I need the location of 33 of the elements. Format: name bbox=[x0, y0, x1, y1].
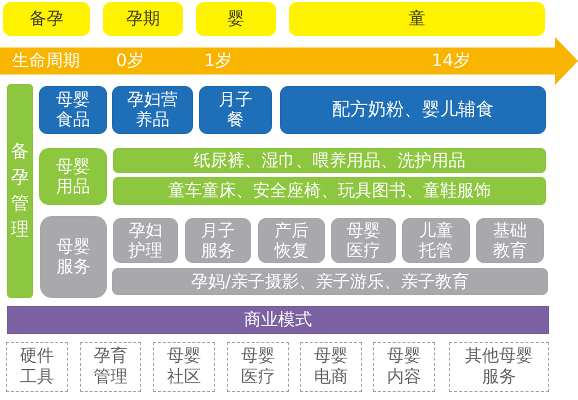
age-label: 0岁 bbox=[116, 51, 144, 71]
model-box: 其他母婴服务 bbox=[449, 342, 549, 392]
stage-box: 备孕 bbox=[3, 2, 90, 36]
product-box: 配方奶粉、婴儿辅食 bbox=[280, 86, 546, 134]
model-box: 母婴电商 bbox=[300, 342, 362, 392]
timeline-arrow bbox=[0, 37, 578, 85]
model-box: 孕育管理 bbox=[80, 342, 141, 392]
age-label: 1岁 bbox=[204, 51, 232, 71]
category-box: 母婴服务 bbox=[40, 216, 107, 298]
stage-box: 婴 bbox=[196, 2, 276, 36]
service-box: 孕妇护理 bbox=[113, 218, 178, 263]
service-bar: 孕妈/亲子摄影、亲子游乐、亲子教育 bbox=[112, 268, 548, 295]
stage-box: 孕期 bbox=[103, 2, 183, 36]
product-bar: 纸尿裤、湿巾、喂养用品、洗护用品 bbox=[113, 148, 546, 173]
stage-box: 童 bbox=[289, 2, 545, 36]
service-box: 基础教育 bbox=[476, 218, 544, 263]
service-box: 月子服务 bbox=[185, 218, 251, 263]
age-label: 14岁 bbox=[432, 51, 470, 71]
service-box: 儿童托管 bbox=[402, 218, 470, 263]
product-box: 母婴食品 bbox=[39, 86, 107, 134]
category-bar: 备孕管理 bbox=[7, 84, 33, 298]
product-box: 孕妇营养品 bbox=[112, 86, 193, 134]
model-box: 硬件工具 bbox=[6, 342, 68, 392]
model-box: 母婴社区 bbox=[153, 342, 215, 392]
service-box: 母婴医疗 bbox=[331, 218, 396, 263]
model-box: 母婴内容 bbox=[373, 342, 435, 392]
product-box: 月子餐 bbox=[199, 86, 272, 134]
model-box: 母婴医疗 bbox=[227, 342, 289, 392]
product-bar: 童车童床、安全座椅、玩具图书、童鞋服饰 bbox=[113, 177, 546, 205]
category-box: 母婴用品 bbox=[39, 148, 107, 205]
timeline-label: 生命周期 bbox=[12, 51, 80, 71]
header-bar: 商业模式 bbox=[7, 306, 549, 334]
service-box: 产后恢复 bbox=[258, 218, 325, 263]
